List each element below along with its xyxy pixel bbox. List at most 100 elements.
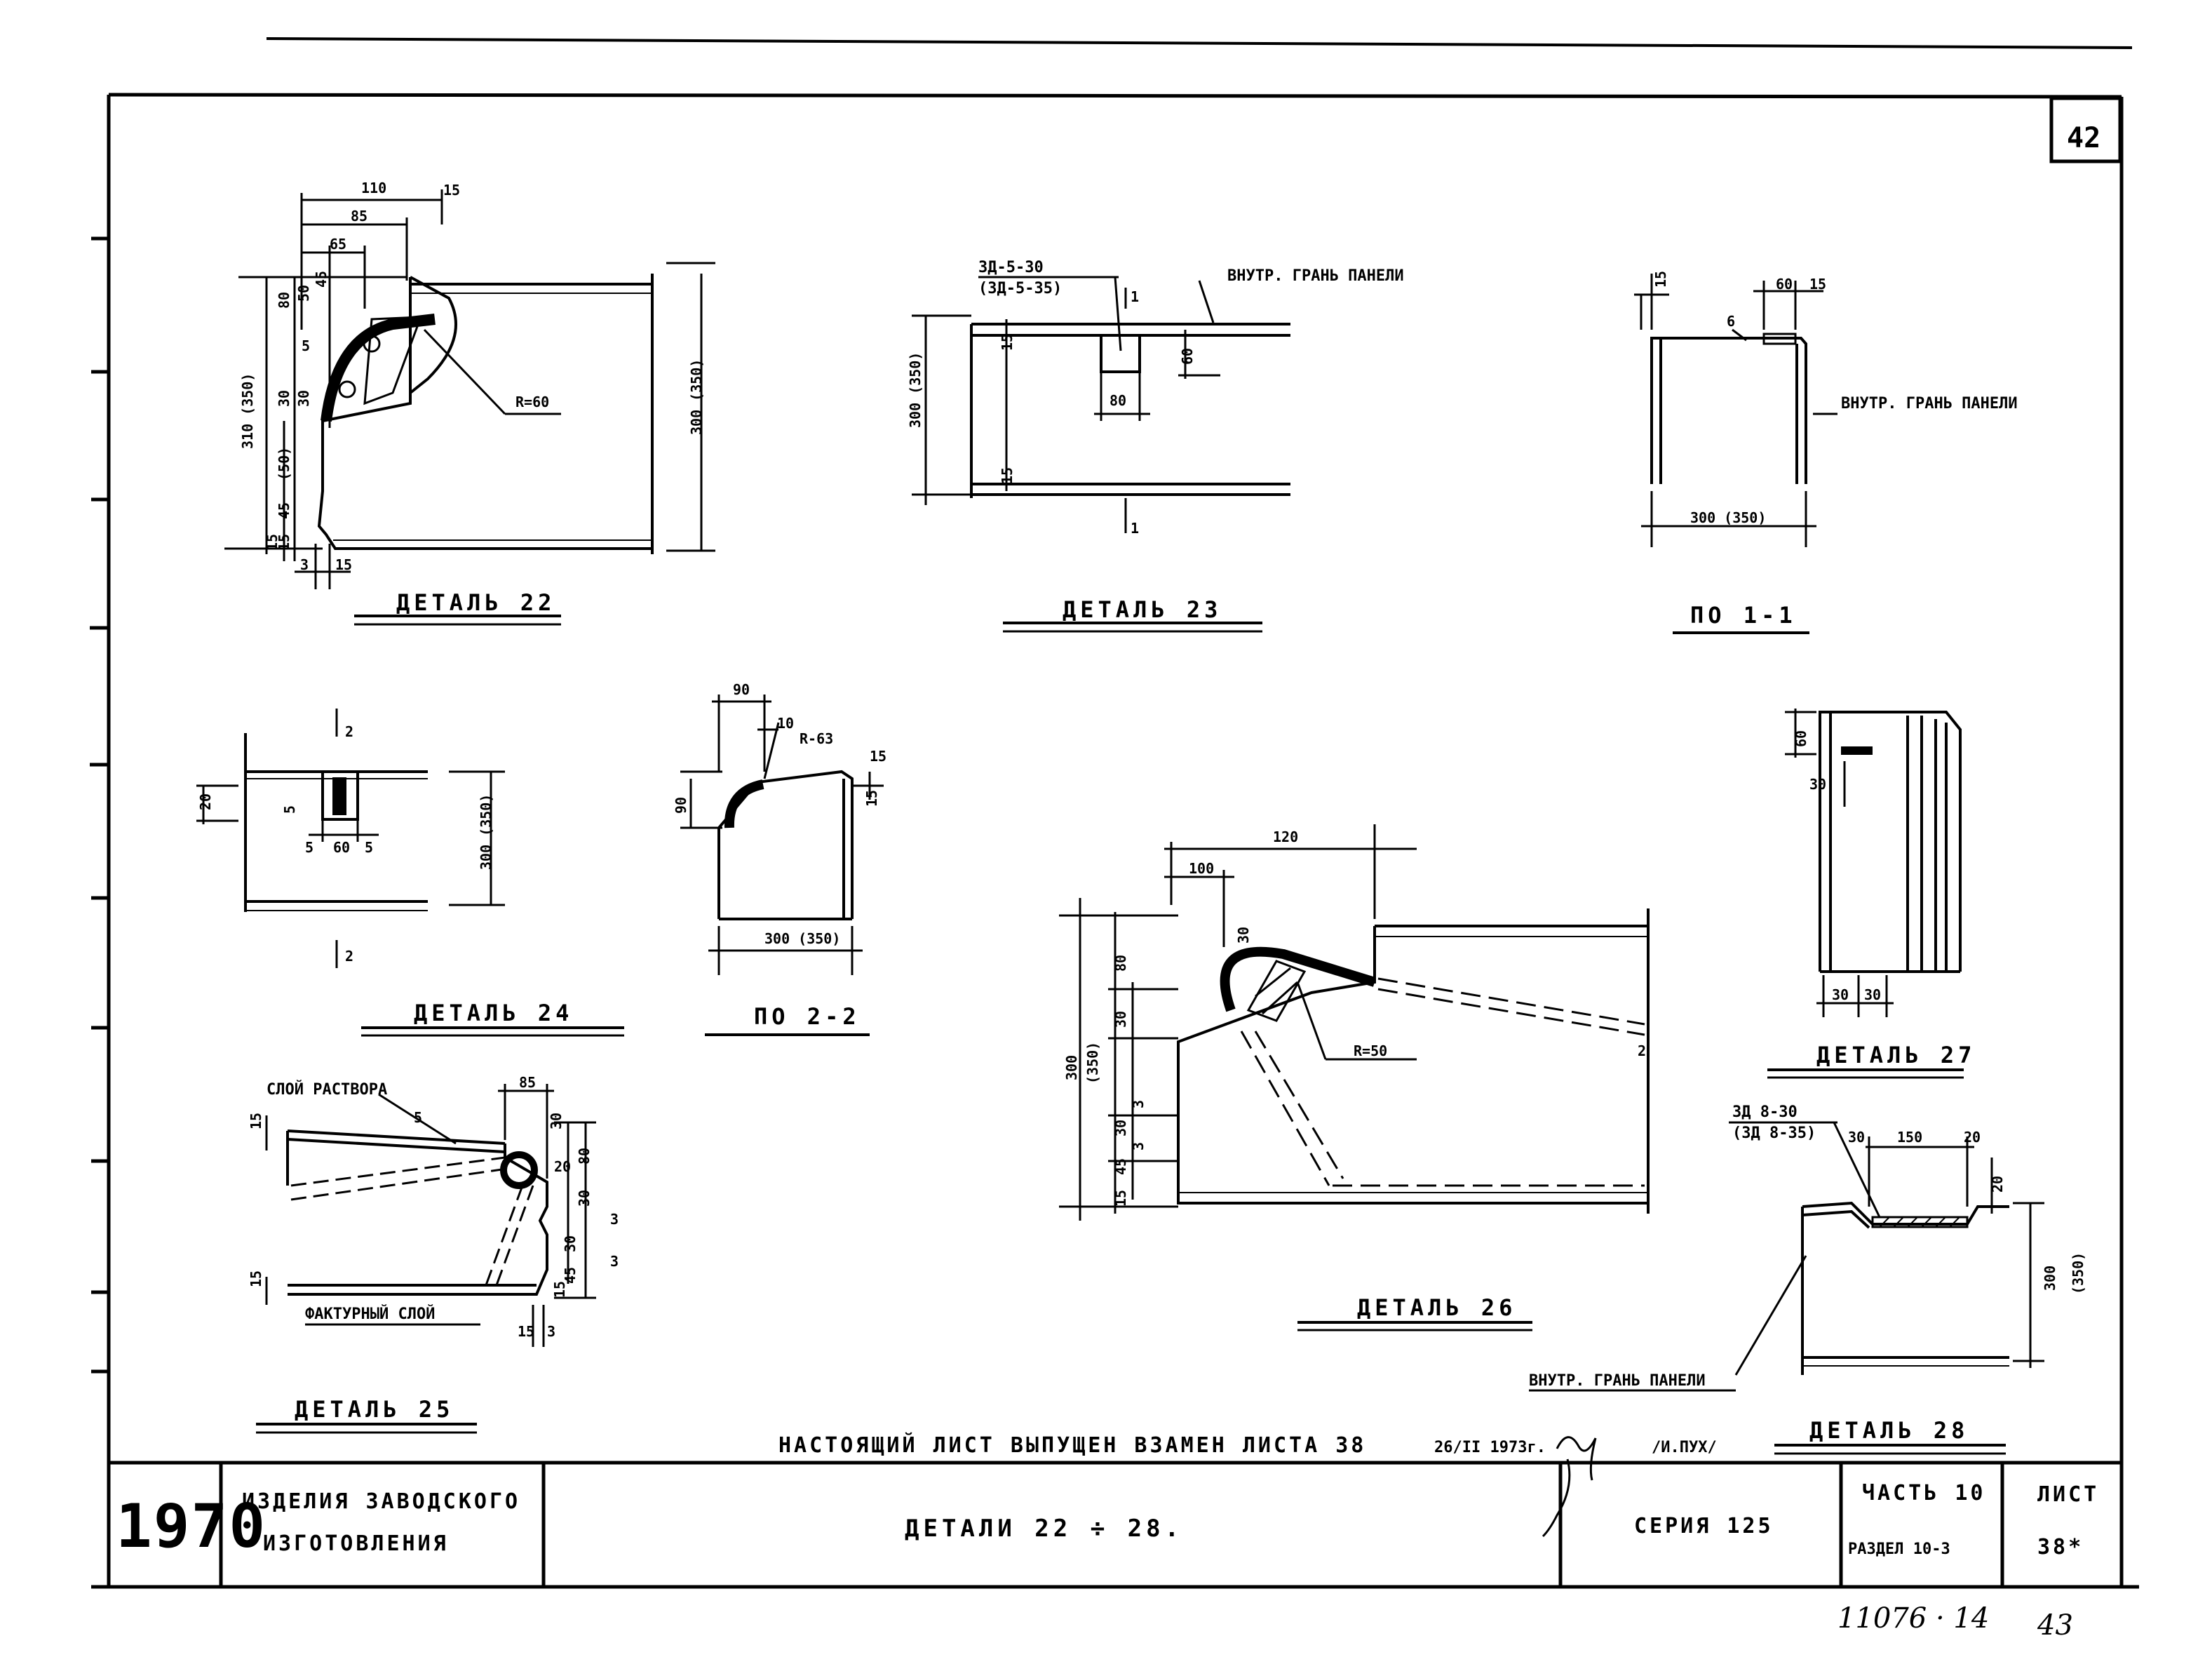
d28-dim: 30 — [1848, 1129, 1865, 1146]
d22-radius: R=60 — [515, 394, 549, 410]
s11-dim: 300 (350) — [1690, 509, 1766, 526]
margin-ticks — [90, 236, 109, 1374]
d26-dim: 300 — [1063, 1055, 1080, 1080]
d25-dim: 3 — [610, 1253, 619, 1270]
title-block: 1970 ИЗДЕЛИЯ ЗАВОДСКОГО ИЗГОТОВЛЕНИЯ ДЕТ… — [109, 1458, 2122, 1587]
d22-dim: 15 — [443, 182, 460, 199]
d26-dim: 15 — [1112, 1190, 1129, 1207]
d26-dim: 30 — [1112, 1011, 1129, 1028]
d26-dim: 45 — [1112, 1158, 1129, 1175]
d25-dim: 80 — [576, 1148, 593, 1165]
d23-mark-alt: (3Д-5-35) — [978, 280, 1062, 297]
d28-dim: 20 — [1989, 1176, 2006, 1193]
s22-radius: R-63 — [800, 730, 833, 747]
d22-dim: 110 — [361, 180, 386, 196]
d24-dim: 5 — [305, 839, 313, 856]
s11-dim: 15 — [1652, 271, 1669, 288]
detail-28: 3Д 8-30 (3Д 8-35) ВНУТР. ГРАНЬ ПАНЕЛИ 30… — [1529, 1103, 2086, 1455]
s22-dim: 90 — [733, 681, 750, 698]
d25-dim: 15 — [518, 1323, 534, 1340]
tb-sheet-label: ЛИСТ — [2037, 1482, 2099, 1507]
s22-dim: 15 — [863, 790, 880, 807]
d22-dim: 310 (350) — [239, 373, 256, 449]
d26-dim: 120 — [1273, 828, 1298, 845]
d25-dim: 20 — [554, 1158, 571, 1175]
d22-dim: 50 — [295, 285, 312, 302]
tb-product-line1: ИЗДЕЛИЯ ЗАВОДСКОГО — [242, 1489, 520, 1514]
d23-dim: 300 (350) — [907, 352, 924, 428]
d25-texture: ФАКТУРНЫЙ СЛОЙ — [305, 1305, 435, 1323]
d24-dim: 300 (350) — [478, 794, 494, 870]
d22-dim: 3 — [300, 556, 309, 573]
d23-section-mark: 1 — [1131, 520, 1139, 537]
corner-number: 42 — [2067, 122, 2100, 154]
d24-dim: 5 — [365, 839, 373, 856]
tb-product-line2: ИЗГОТОВЛЕНИЯ — [263, 1531, 449, 1556]
d22-dim: 15 — [335, 556, 352, 573]
d26-break: 2 — [1638, 1042, 1646, 1059]
d26-dim: 80 — [1112, 955, 1129, 972]
d28-mark: 3Д 8-30 — [1732, 1103, 1798, 1121]
d23-section-mark: 1 — [1131, 288, 1139, 305]
signature-mark — [1556, 1436, 1597, 1481]
s22-dim: 90 — [673, 797, 689, 814]
detail-26: 120 100 30 80 300 (350) 30 30 45 15 3 3 … — [1059, 824, 1650, 1331]
d28-dim: 300 — [2042, 1266, 2058, 1291]
tb-year: 1970 — [116, 1491, 267, 1562]
tb-part: ЧАСТЬ 10 — [1862, 1481, 1986, 1505]
d25-mortar: СЛОЙ РАСТВОРА — [267, 1080, 387, 1099]
d22-dim: 85 — [351, 208, 367, 224]
d25-dim: 30 — [548, 1113, 565, 1129]
d22-dim: (50) — [276, 447, 292, 481]
d28-dim: 150 — [1897, 1129, 1922, 1146]
s22-dim: 300 (350) — [764, 930, 840, 947]
replacement-notice: НАСТОЯЩИЙ ЛИСТ ВЫПУЩЕН ВЗАМЕН ЛИСТА 38 2… — [778, 1433, 1717, 1481]
d23-mark: 3Д-5-30 — [978, 259, 1044, 276]
d28-mark-alt: (3Д 8-35) — [1732, 1125, 1816, 1142]
d24-section-mark: 2 — [345, 948, 353, 965]
d25-dim: 15 — [248, 1113, 264, 1129]
d28-dim: (350) — [2070, 1252, 2086, 1294]
d22-dim: 30 — [295, 390, 312, 407]
section-2-2-title: ПО 2-2 — [754, 1003, 861, 1030]
d25-dim: 45 — [562, 1267, 579, 1284]
detail-23: 3Д-5-30 (3Д-5-35) ВНУТР. ГРАНЬ ПАНЕЛИ 30… — [907, 259, 1404, 633]
d25-dim: 3 — [610, 1211, 619, 1228]
d22-dim: 15 — [276, 534, 292, 551]
detail-24: 2 2 20 5 5 60 5 300 (350) ДЕТАЛЬ 24 — [196, 709, 624, 1037]
d27-dim: 30 — [1832, 986, 1849, 1003]
s22-dim: 10 — [777, 715, 794, 732]
detail-25-title: ДЕТАЛЬ 25 — [295, 1396, 454, 1423]
s11-inner-face: ВНУТР. ГРАНЬ ПАНЕЛИ — [1841, 395, 2018, 412]
s11-dim: 6 — [1727, 313, 1735, 330]
tb-sheet-number: 38* — [2037, 1535, 2084, 1559]
d22-dim: 45 — [276, 502, 292, 519]
d22-dim: 5 — [302, 337, 310, 354]
d25-dim: 30 — [562, 1235, 579, 1252]
s22-dim: 15 — [870, 748, 886, 765]
tb-drawing-title: ДЕТАЛИ 22 ÷ 28. — [905, 1515, 1183, 1543]
detail-25: СЛОЙ РАСТВОРА ФАКТУРНЫЙ СЛОЙ 85 15 30 20… — [248, 1074, 619, 1434]
d27-dim: 30 — [1809, 776, 1826, 793]
d24-dim: 60 — [333, 839, 350, 856]
detail-23-title: ДЕТАЛЬ 23 — [1063, 596, 1222, 623]
d28-dim: 20 — [1964, 1129, 1981, 1146]
detail-22-title: ДЕТАЛЬ 22 — [396, 589, 555, 616]
detail-22: 110 15 85 65 80 50 45 5 30 30 310 (350) … — [224, 180, 715, 626]
notice-text: НАСТОЯЩИЙ ЛИСТ ВЫПУЩЕН ВЗАМЕН ЛИСТА 38 — [778, 1433, 1366, 1458]
detail-27-title: ДЕТАЛЬ 27 — [1816, 1042, 1976, 1068]
detail-26-title: ДЕТАЛЬ 26 — [1357, 1294, 1516, 1321]
d23-dim: 15 — [999, 467, 1016, 484]
d24-dim: 20 — [197, 793, 214, 810]
d24-section-mark: 2 — [345, 723, 353, 740]
d24-dim: 5 — [281, 805, 298, 814]
tb-section: РАЗДЕЛ 10-3 — [1848, 1541, 1950, 1558]
section-1-1-title: ПО 1-1 — [1690, 602, 1797, 629]
d26-dim: 30 — [1235, 927, 1252, 944]
d23-inner-face: ВНУТР. ГРАНЬ ПАНЕЛИ — [1227, 267, 1404, 285]
d22-dim: 65 — [330, 236, 346, 253]
notice-author: /И.ПУХ/ — [1652, 1439, 1717, 1456]
d26-radius: R=50 — [1354, 1042, 1387, 1059]
d26-dim: 3 — [1130, 1142, 1147, 1150]
